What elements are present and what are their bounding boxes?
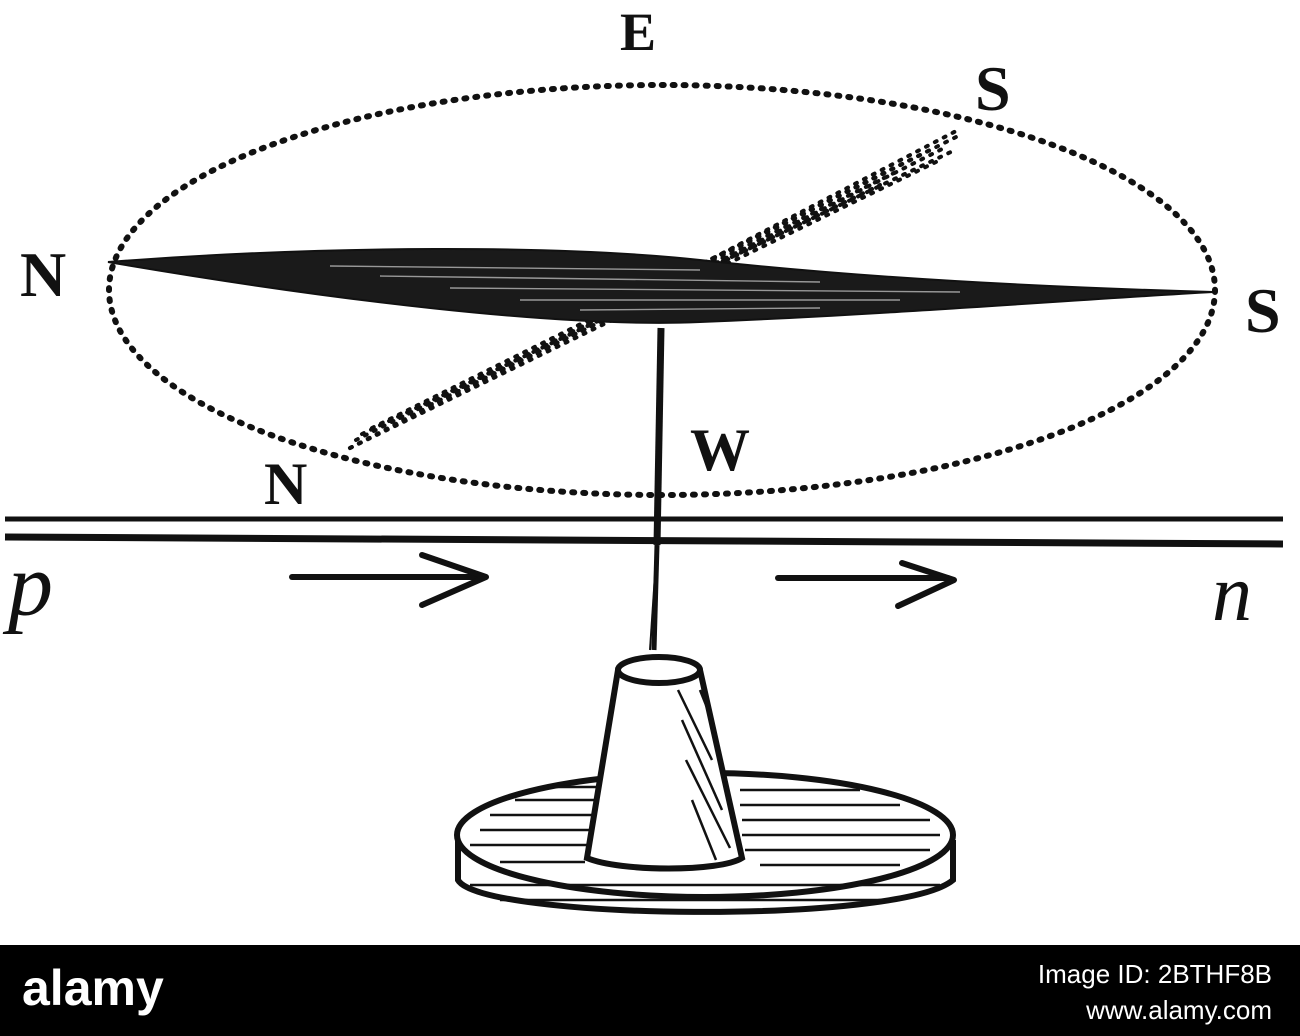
magnetic-needle [107, 247, 1214, 324]
label-east: E [620, 2, 656, 62]
stand-cone [583, 654, 746, 872]
label-wire-n: n [1212, 550, 1252, 638]
website-url-text: www.alamy.com [1086, 995, 1272, 1025]
rotation-path-dotted-ellipse [106, 82, 1218, 498]
label-north-lower: N [264, 451, 307, 517]
watermark-footer: alamy Image ID: 2BTHF8B www.alamy.com [0, 945, 1300, 1036]
label-north-left: N [20, 239, 66, 310]
pivot-rod [653, 327, 665, 546]
label-wire-p: p [2, 536, 53, 635]
current-wire [4, 516, 1284, 548]
compass-needle-illustration: E N S S N W p n [2, 2, 1284, 915]
label-south-upper: S [975, 53, 1011, 124]
current-arrow-left [289, 552, 489, 608]
label-south-right: S [1245, 275, 1281, 346]
alamy-logo: alamy [22, 960, 164, 1016]
label-west: W [690, 417, 750, 483]
current-arrow-right [775, 560, 957, 609]
image-id-text: Image ID: 2BTHF8B [1037, 959, 1272, 989]
